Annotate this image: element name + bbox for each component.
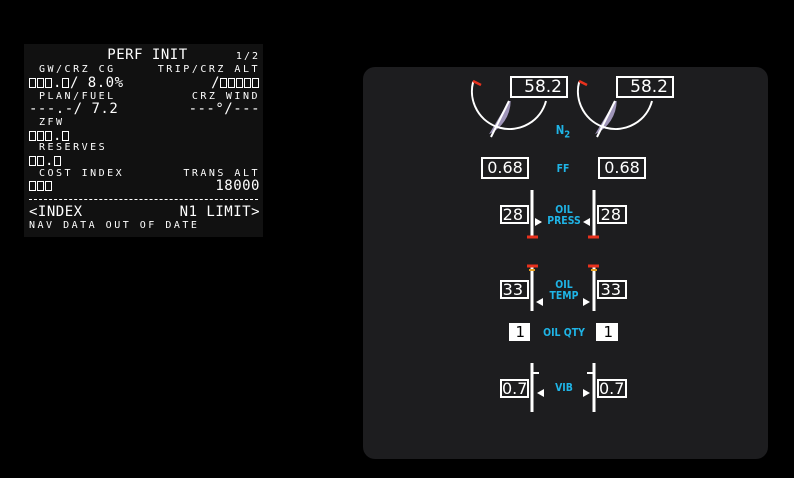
cdu-line-1-data: ./ 8.0% / — [29, 75, 260, 91]
cdu-divider — [29, 199, 258, 200]
index-link[interactable]: <INDEX — [29, 204, 83, 220]
n2-readout-left: 58.2 — [510, 76, 568, 98]
oil-temp-label-line-2: TEMP — [549, 289, 579, 302]
reserves-label: RESERVES — [39, 142, 108, 153]
reserves-field[interactable]: . — [29, 153, 62, 169]
gw-cg-field[interactable]: ./ 8.0% — [29, 75, 124, 91]
vib-label: VIB — [555, 381, 573, 394]
cdu-line-3-labels: ZFW — [29, 117, 260, 128]
cdu-screen: PERF INIT 1/2 GW/CRZ CG TRIP/CRZ ALT ./ … — [24, 44, 263, 237]
ff-label: FF — [556, 162, 570, 175]
oil-press-label: OIL PRESS — [546, 204, 582, 226]
vib-readout-right: 0.7 — [597, 379, 627, 398]
scratchpad-message: NAV DATA OUT OF DATE — [29, 220, 200, 231]
oil-qty-readout-left: 1 — [509, 323, 530, 341]
oil-temp-pointer-left — [536, 298, 543, 306]
oil-press-scale-left — [527, 190, 542, 239]
n2-readout-right: 58.2 — [616, 76, 674, 98]
n2-redline-left — [472, 79, 482, 87]
oil-temp-readout-left: 33 — [500, 280, 529, 299]
oil-press-readout-left: 28 — [500, 205, 529, 224]
zfw-label: ZFW — [39, 117, 65, 128]
cost-index-label: COST INDEX — [39, 168, 125, 179]
crz-wind-label: CRZ WIND — [191, 91, 260, 102]
gw-cg-label: GW/CRZ CG — [39, 64, 116, 75]
cdu-line-3-data: . — [29, 128, 260, 144]
plan-fuel-field[interactable]: ---.-/ 7.2 — [29, 101, 119, 117]
n2-label-text: N — [555, 123, 565, 137]
vib-scale-right — [583, 363, 596, 412]
cdu-title: PERF INIT — [107, 47, 188, 63]
n2-label: N2 — [553, 123, 573, 141]
plan-fuel-label: PLAN/FUEL — [39, 91, 116, 102]
vib-pointer-left — [537, 389, 544, 397]
cdu-line-5-labels: COST INDEX TRANS ALT — [29, 168, 260, 179]
ff-readout-left: 0.68 — [481, 157, 529, 179]
n2-gauge-right — [576, 79, 653, 138]
engine-gauges — [470, 79, 653, 412]
trip-alt-label: TRIP/CRZ ALT — [157, 64, 260, 75]
n2-needle-left — [490, 100, 510, 138]
n2-redline-right — [578, 79, 588, 87]
oil-press-pointer-left — [535, 218, 542, 226]
vib-scale-left — [530, 363, 544, 412]
n2-needle-right — [596, 100, 616, 138]
gw-cg-value: / 8.0% — [69, 75, 124, 91]
oil-press-pointer-right — [583, 218, 590, 226]
oil-temp-pointer-right — [583, 298, 590, 306]
ff-readout-right: 0.68 — [598, 157, 646, 179]
cdu-title-line: PERF INIT 1/2 — [29, 47, 260, 63]
oil-temp-scale-left — [527, 264, 543, 311]
oil-temp-readout-right: 33 — [597, 280, 627, 299]
oil-temp-scale-right — [583, 264, 599, 311]
cdu-line-2-labels: PLAN/FUEL CRZ WIND — [29, 91, 260, 102]
n2-arc-left — [470, 81, 547, 130]
oil-press-label-line-2: PRESS — [547, 214, 581, 227]
cdu-line-1-labels: GW/CRZ CG TRIP/CRZ ALT — [29, 64, 260, 75]
engine-display: 58.2 58.2 N2 0.68 FF 0.68 28 OIL PRESS 2… — [363, 67, 768, 459]
cdu-line-4-data: . — [29, 153, 260, 169]
trip-alt-field[interactable]: / — [211, 75, 260, 91]
oil-press-scale-right — [583, 190, 599, 239]
cdu-line-2-data: ---.-/ 7.2 ---°/--- — [29, 101, 260, 117]
vib-pointer-right — [583, 389, 590, 397]
oil-temp-label: OIL TEMP — [546, 279, 582, 301]
oil-press-readout-right: 28 — [597, 205, 627, 224]
cdu-scratchpad: NAV DATA OUT OF DATE — [29, 220, 260, 231]
cdu-page-number: 1/2 — [235, 51, 260, 62]
vib-readout-left: 0.7 — [500, 379, 529, 398]
cdu-line-5-data: 18000 — [29, 178, 260, 194]
trans-alt-label: TRANS ALT — [183, 168, 260, 179]
n1-limit-link[interactable]: N1 LIMIT> — [179, 204, 260, 220]
oil-qty-readout-right: 1 — [596, 323, 618, 341]
zfw-field[interactable]: . — [29, 128, 70, 144]
oil-temp-label-line-1: OIL — [555, 278, 573, 291]
oil-qty-label: OIL QTY — [543, 326, 585, 339]
oil-press-label-line-1: OIL — [555, 203, 573, 216]
cdu-line-6-data: <INDEX N1 LIMIT> — [29, 204, 260, 220]
n2-gauge-left — [470, 79, 547, 138]
cdu-line-4-labels: RESERVES — [29, 142, 260, 153]
crz-wind-field[interactable]: ---°/--- — [188, 101, 260, 117]
n2-arc-right — [576, 81, 653, 130]
cost-index-field[interactable] — [29, 178, 53, 194]
n2-label-subscript: 2 — [564, 129, 571, 141]
trans-alt-field[interactable]: 18000 — [215, 178, 260, 194]
trip-alt-separator: / — [211, 75, 220, 91]
